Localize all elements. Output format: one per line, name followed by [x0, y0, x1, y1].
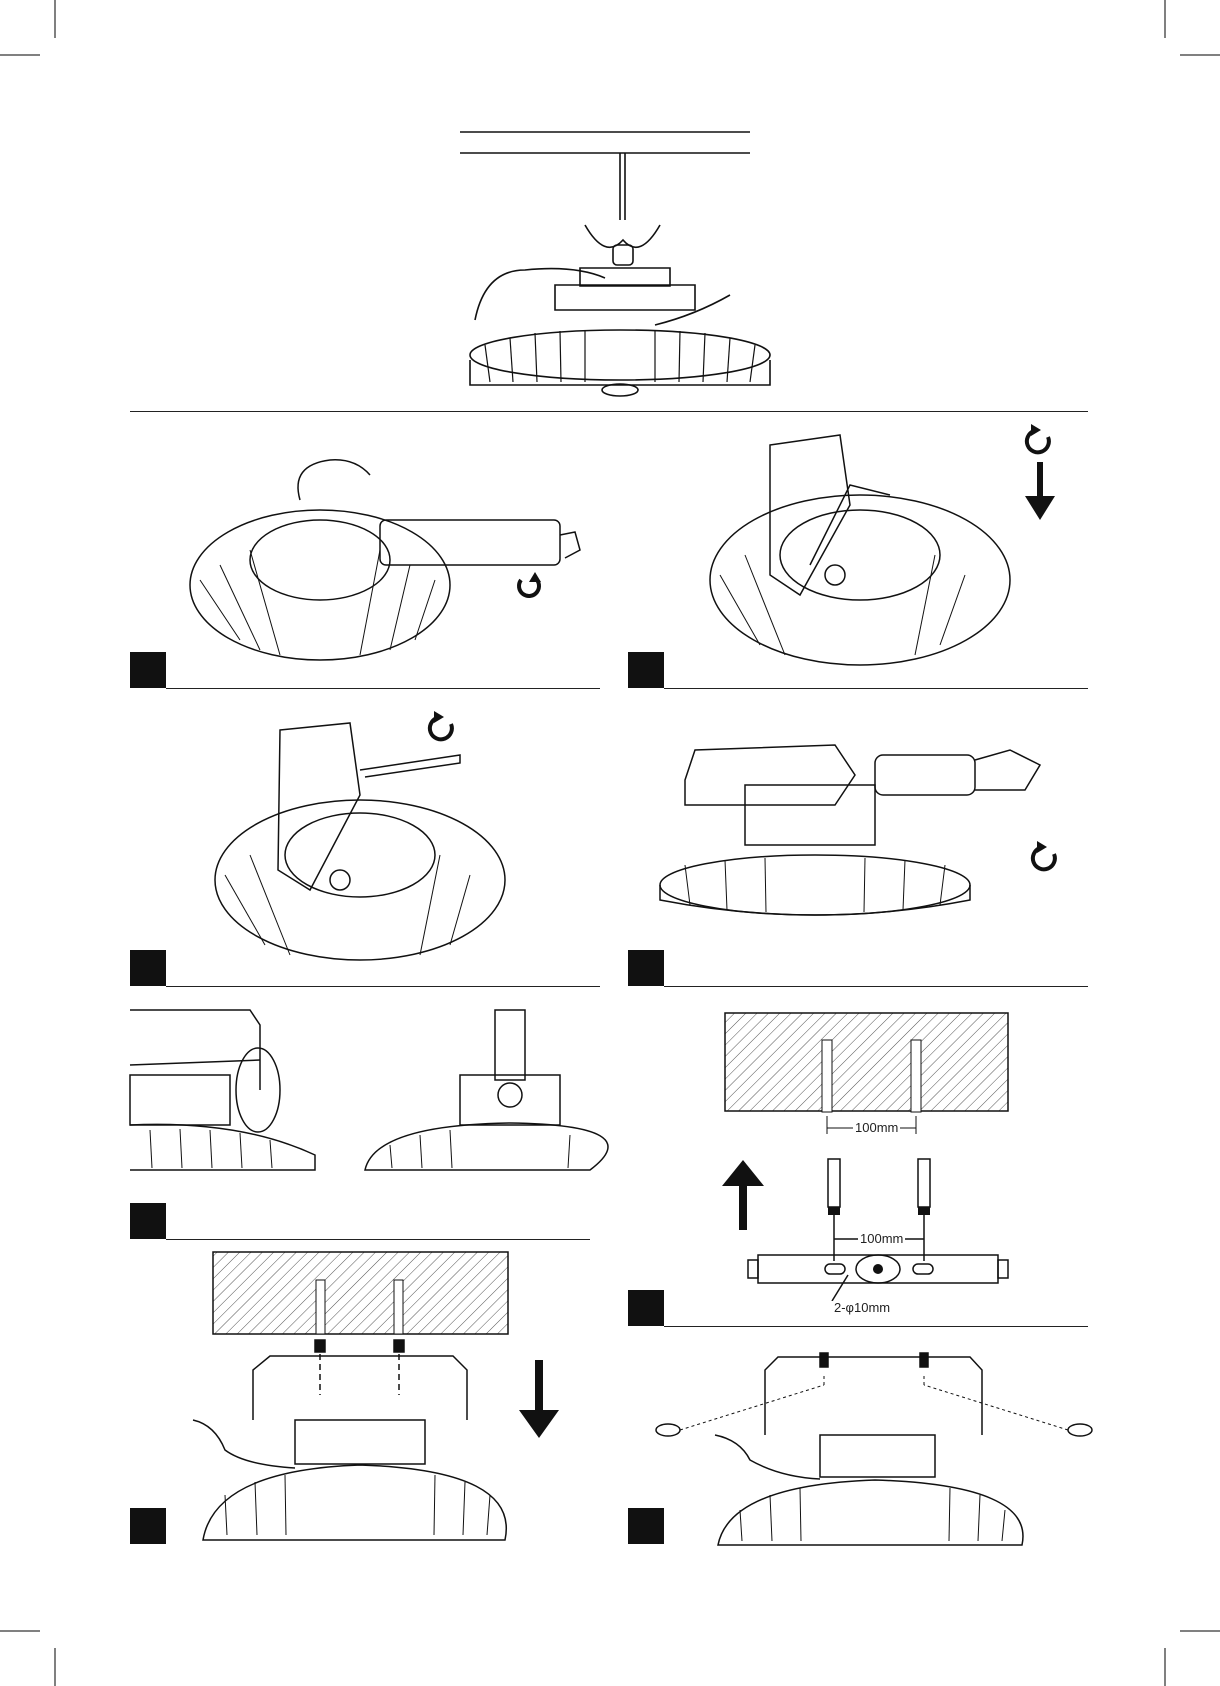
divider-row-2-left — [166, 986, 600, 987]
step-2-badge — [628, 652, 664, 688]
step-3-figure — [210, 715, 520, 965]
step-1-figure — [180, 440, 600, 670]
step-6-badge — [628, 1290, 664, 1326]
rotate-clockwise-icon — [1022, 425, 1056, 455]
step-7-figure — [185, 1250, 515, 1540]
divider-row-1-right — [664, 688, 1088, 689]
rotate-clockwise-icon — [425, 712, 459, 742]
step-7-badge — [130, 1508, 166, 1544]
divider-row-2-right — [664, 986, 1088, 987]
divider-row-3-right — [664, 1326, 1088, 1327]
step-6-bracket-figure — [748, 1155, 1008, 1305]
rotate-clockwise-icon — [1028, 842, 1062, 872]
step-4-badge — [628, 950, 664, 986]
divider-row-1-left — [166, 688, 600, 689]
divider-row-3-left — [166, 1239, 590, 1240]
step-8-badge — [628, 1508, 664, 1544]
step-2-figure — [700, 425, 1020, 675]
step-1-badge — [130, 652, 166, 688]
hook-mount-figure — [455, 120, 775, 400]
rotate-counterclockwise-icon — [513, 570, 543, 600]
step-3-badge — [130, 950, 166, 986]
step-4-figure — [655, 730, 1055, 920]
bracket-hole-size-label: 2-φ10mm — [832, 1301, 892, 1315]
step-5-badge — [130, 1203, 166, 1239]
arrow-down-icon — [1025, 462, 1055, 522]
step-5-figure — [130, 1005, 595, 1175]
arrow-down-icon — [519, 1360, 559, 1438]
step-8-figure — [650, 1345, 1090, 1545]
ceiling-hole-spacing-label: 100mm — [853, 1121, 900, 1135]
divider-top — [130, 411, 1088, 412]
bracket-hole-spacing-label: 100mm — [858, 1232, 905, 1246]
